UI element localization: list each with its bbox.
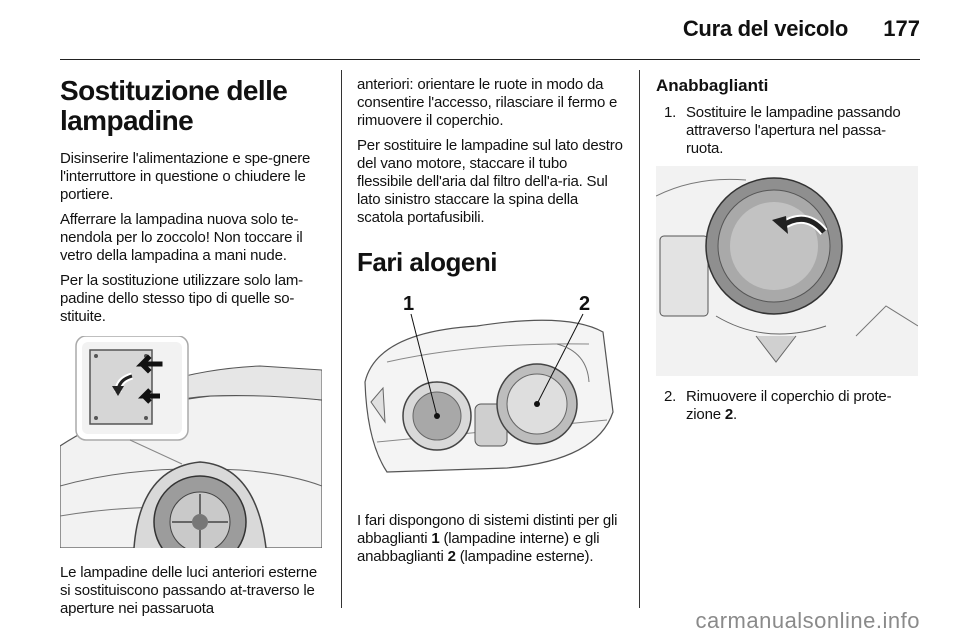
page-number: 177 [883,16,920,41]
bold-ref-1: 1 [431,530,440,547]
subheading-low-beam: Anabbaglianti [656,76,769,95]
paragraph: Afferrare la lampadina nuova solo te-nen… [60,211,303,264]
column-divider-1 [341,70,342,608]
paragraph: Disinserire l'alimentazione e spe-gnere … [60,150,311,203]
paragraph: Per sostituire le lampadine sul lato des… [357,137,623,226]
paragraph: Per la sostituzione utilizzare solo lam-… [60,272,303,325]
figure-label-1: 1 [403,293,414,315]
section-heading-halogen-headlights: Fari alogeni [357,247,497,277]
column-3: Anabbaglianti 1. Sostituire le lampadine… [656,76,922,424]
paragraph: Le lampadine delle luci anteriori estern… [60,564,317,617]
paragraph: anteriori: orientare le ruote in modo da… [357,76,618,129]
section-heading-bulb-replacement: Sostituzione delle lampadine [60,75,288,136]
column-1: Sostituzione delle lampadine Disinserire… [60,76,326,625]
text-run: Rimuovere il coperchio di prote-zione [686,388,892,423]
text-run: (lampadine esterne). [455,548,594,565]
text-run: I fari dispongono di sistemi distinti pe… [357,512,618,547]
text-run: (lampadine interne) e gli anabbaglianti [357,530,600,565]
paragraph-headlight-systems: I fari dispongono di sistemi distinti pe… [357,512,623,566]
watermark: carmanualsonline.info [695,608,920,633]
page-header: Cura del veicolo 177 [0,0,960,60]
step-text: Rimuovere il coperchio di prote-zione 2. [686,388,892,423]
car-wheel-arch-illustration [60,336,322,548]
step-number: 1. [664,104,677,121]
step-text: Sostituire le lampadine passando attrave… [686,104,901,157]
step-list: 2. Rimuovere il coperchio di prote-zione… [656,388,922,424]
step-item: 1. Sostituire le lampadine passando attr… [656,104,922,158]
figure-label-2: 2 [579,293,590,315]
step-number: 2. [664,388,677,405]
step-item: 2. Rimuovere il coperchio di prote-zione… [656,388,922,424]
text-run: . [732,406,737,423]
column-2: anteriori: orientare le ruote in modo da… [357,76,623,573]
wheel-arch-cover-illustration [656,166,918,376]
headlight-illustration: 1 2 [357,292,619,500]
chapter-title: Cura del veicolo [682,16,848,41]
bold-ref-2: 2 [447,548,456,565]
header-rule [60,59,920,60]
bold-ref-2: 2 [724,406,733,423]
step-list: 1. Sostituire le lampadine passando attr… [656,104,922,158]
column-divider-2 [639,70,640,608]
